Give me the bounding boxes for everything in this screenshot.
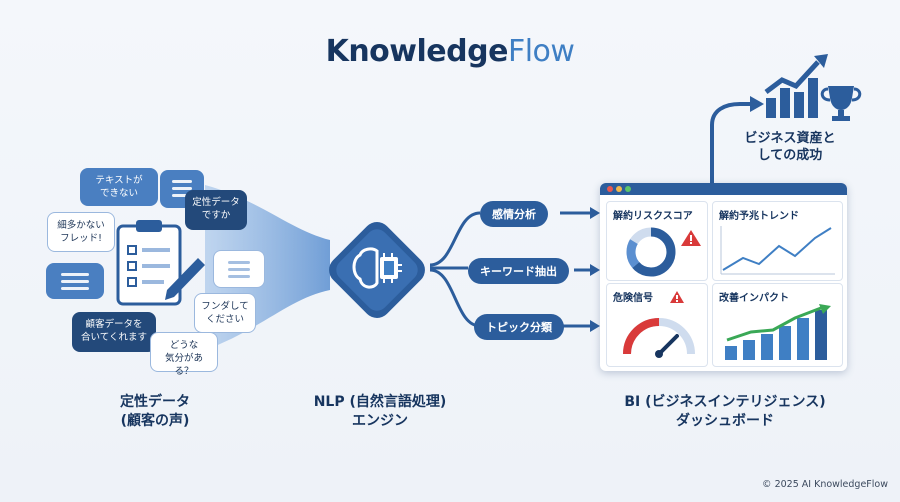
- panel-churn-score: 解約リスクスコア: [606, 201, 708, 281]
- minimize-dot: [616, 186, 622, 192]
- title-part-2: Flow: [507, 34, 575, 69]
- nlp-engine-icon: [329, 222, 425, 318]
- page-title: KnowledgeFlow: [0, 34, 900, 69]
- bar-growth-chart-icon: [725, 304, 831, 360]
- bi-dashboard-label-line1: BI (ビジネスインテリジェンス): [624, 394, 826, 410]
- nlp-engine-label: NLP (自然言語処理) エンジン: [290, 393, 470, 431]
- bi-dashboard-window: 解約リスクスコア 解約予兆トレンド 危険信号 改善インパク: [600, 183, 847, 371]
- panel-improvement-title: 改善インパクト: [719, 293, 789, 304]
- title-part-1: Knowledge: [325, 34, 509, 69]
- nlp-engine-label-line2: エンジン: [352, 413, 408, 429]
- maximize-dot: [625, 186, 631, 192]
- speech-bubble-5: 顧客データを 合いてくれます: [72, 312, 156, 352]
- growth-trophy-icon: [764, 54, 862, 121]
- bi-dashboard-label-line2: ダッシュボード: [676, 413, 774, 429]
- bi-dashboard-label: BI (ビジネスインテリジェンス) ダッシュボード: [595, 393, 855, 431]
- pill-sentiment-analysis: 感情分析: [480, 201, 548, 227]
- donut-chart-icon: [626, 227, 701, 277]
- panel-churn-score-title: 解約リスクスコア: [613, 211, 693, 222]
- panel-churn-trend-title: 解約予兆トレンド: [719, 211, 799, 222]
- business-success-line1: ビジネス資産と: [744, 131, 836, 146]
- business-success-line2: しての成功: [757, 148, 823, 163]
- gauge-icon: [623, 318, 695, 358]
- speech-bubble-icon-3: [213, 250, 265, 288]
- window-titlebar: [600, 183, 847, 195]
- copyright-text: © 2025 AI KnowledgeFlow: [762, 479, 888, 490]
- speech-bubble-3: 細多かない フレッド!: [47, 212, 115, 252]
- qualitative-data-label: 定性データ (顧客の声): [85, 393, 225, 431]
- speech-bubble-6: どうな 気分がある？: [150, 332, 218, 377]
- line-chart-icon: [720, 226, 835, 275]
- speech-bubble-1: テキストが できない: [80, 168, 158, 206]
- pill-topic-classification: トピック分類: [474, 314, 564, 340]
- business-success-label: ビジネス資産と しての成功: [740, 130, 840, 164]
- clipboard-icon: [116, 220, 205, 306]
- panel-danger-signal: 危険信号: [606, 283, 708, 367]
- close-dot: [607, 186, 613, 192]
- nlp-engine-label-line1: NLP (自然言語処理): [313, 394, 447, 410]
- pill-keyword-extraction: キーワード抽出: [468, 258, 569, 284]
- warning-icon: [670, 291, 684, 303]
- speech-bubble-2: 定性データ ですか: [185, 190, 247, 230]
- panel-danger-title: 危険信号: [613, 293, 653, 304]
- speech-bubble-4: フンダして ください: [194, 293, 256, 333]
- qualitative-data-label-line1: 定性データ: [120, 394, 190, 410]
- qualitative-data-label-line2: (顧客の声): [120, 413, 190, 429]
- panel-improvement-impact: 改善インパクト: [712, 283, 843, 367]
- speech-bubble-icon-2: [46, 263, 104, 299]
- panel-churn-trend: 解約予兆トレンド: [712, 201, 843, 281]
